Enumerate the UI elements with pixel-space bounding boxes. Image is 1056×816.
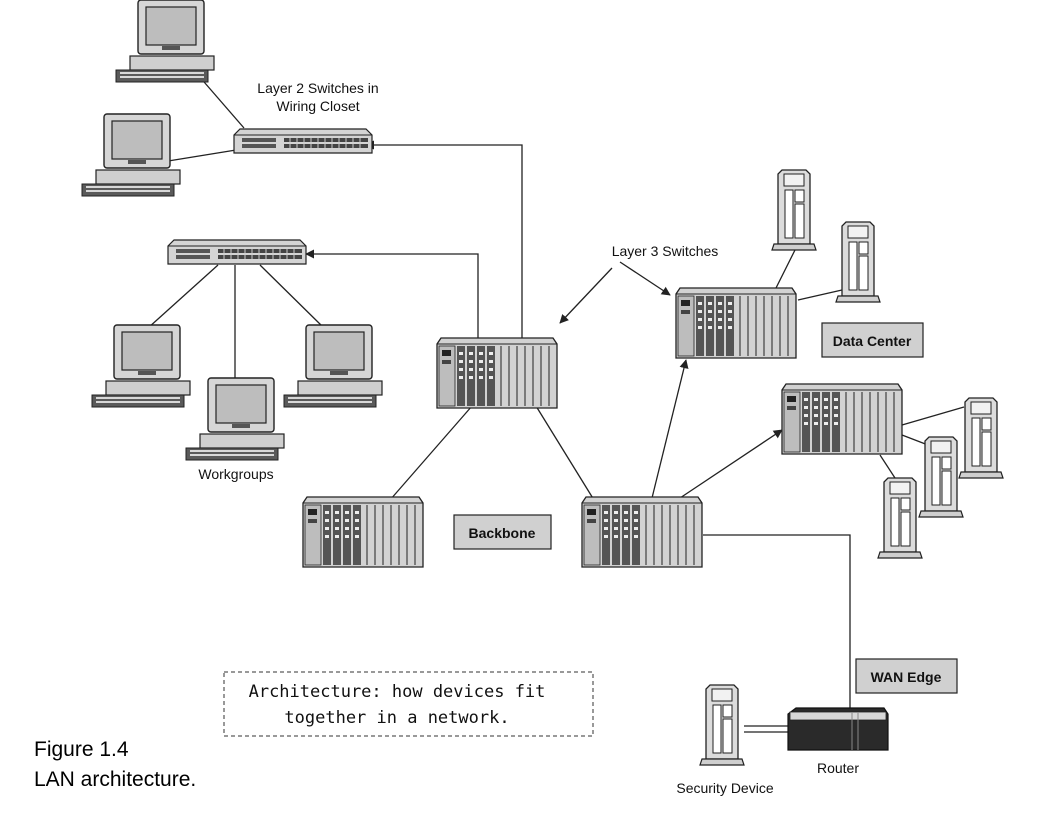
security-device (699, 684, 745, 766)
datacenter-switch (675, 287, 797, 359)
figure-caption: LAN architecture. (34, 768, 196, 791)
link-right-tower3 (879, 454, 896, 479)
link-to-right-switch (679, 429, 783, 499)
wan-edge-label-box: WAN Edge (855, 658, 958, 694)
router-label: Router (817, 760, 859, 776)
link-l2-pc-left (147, 264, 219, 329)
layer2-label-line1: Layer 2 Switches in (257, 80, 378, 96)
router (787, 707, 889, 751)
note-line1: Architecture: how devices fit (249, 682, 546, 702)
backbone-switch-left (302, 496, 424, 568)
link-backbone-right (535, 405, 595, 501)
link-dc-tower2 (797, 289, 843, 301)
workgroup-pc-right (283, 324, 383, 408)
workstation-top-1 (115, 0, 215, 83)
layer2-switch-upper (233, 128, 373, 154)
link-pc2-l2switch (161, 149, 237, 163)
link-backbone-l2switch-upper (365, 140, 523, 340)
workstation-top-2 (81, 113, 181, 197)
architecture-note: Architecture: how devices fit together i… (223, 671, 594, 737)
server-right-1 (958, 397, 1004, 479)
layer3-label: Layer 3 Switches (612, 243, 719, 259)
backbone-label: Backbone (469, 525, 536, 541)
workgroup-pc-middle (185, 377, 285, 461)
datacenter-server-1 (771, 169, 817, 251)
note-line2: together in a network. (284, 708, 509, 728)
datacenter-server-2 (835, 221, 881, 303)
arrow-layer3-datacenter (619, 261, 671, 296)
link-dc-tower1 (775, 249, 796, 289)
figure-number: Figure 1.4 (34, 738, 129, 761)
link-right-tower2 (901, 434, 929, 446)
link-right-tower1 (901, 406, 965, 426)
layer2-label-line2: Wiring Closet (276, 98, 359, 114)
data-center-label-box: Data Center (821, 322, 924, 358)
link-wan-router (703, 534, 851, 708)
link-pc1-l2switch (197, 74, 245, 129)
backbone-switch-top (436, 337, 558, 409)
server-right-3 (877, 477, 923, 559)
link-backbone-l2switch-lower (305, 249, 479, 340)
right-switch (781, 383, 903, 455)
link-backbone-left (389, 405, 473, 501)
backbone-switch-right (581, 496, 703, 568)
backbone-label-box: Backbone (453, 514, 552, 550)
connection-lines (147, 74, 965, 733)
security-device-label: Security Device (676, 780, 773, 796)
link-to-datacenter (651, 359, 689, 499)
layer2-switch-lower (167, 239, 307, 265)
workgroups-label: Workgroups (198, 466, 273, 482)
link-l2-pc-right (259, 264, 325, 329)
arrow-layer3-backbone (559, 267, 613, 324)
wan-edge-label: WAN Edge (871, 669, 942, 685)
workgroup-pc-left (91, 324, 191, 408)
data-center-label: Data Center (833, 333, 912, 349)
server-right-2 (918, 436, 964, 518)
